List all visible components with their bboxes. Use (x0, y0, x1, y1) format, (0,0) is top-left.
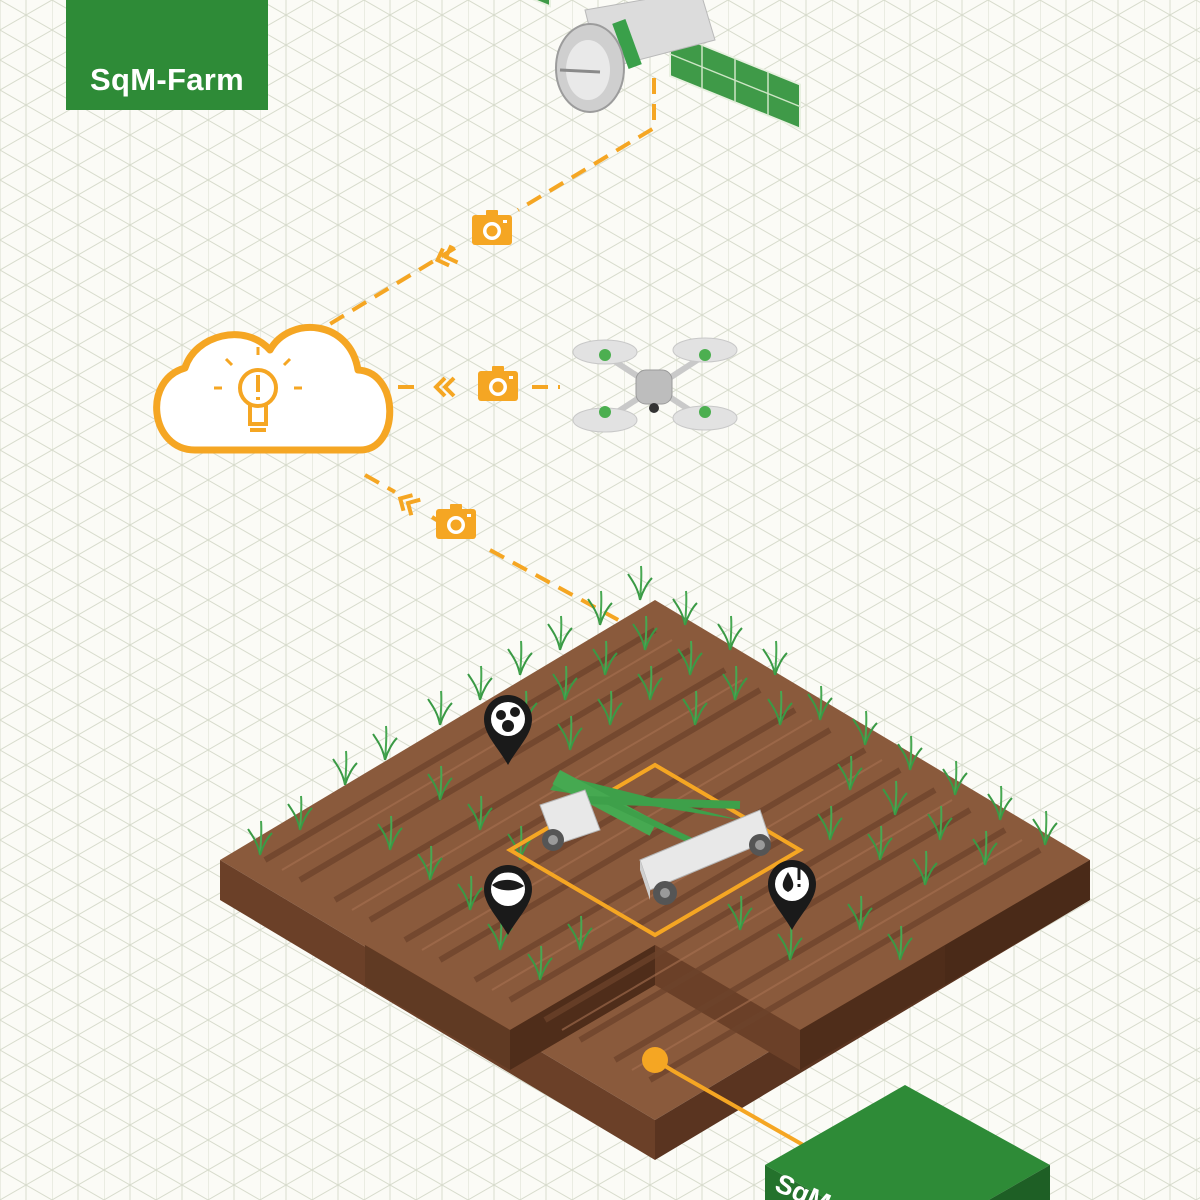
satellite-icon (509, 0, 801, 130)
field-robot-icon (539, 770, 771, 905)
cloud-lightbulb-icon (153, 324, 394, 454)
robot-camera-icon (436, 504, 476, 539)
satellite-link-line (318, 78, 656, 332)
title-box: SqM-Farm (66, 0, 268, 110)
satellite-camera-icon (472, 210, 512, 245)
bottom-green-box (765, 1085, 1050, 1200)
weed-pin-icon (484, 865, 532, 935)
water-alert-pin-icon (768, 860, 816, 930)
drone-camera-icon (478, 366, 518, 401)
drone-icon (572, 337, 738, 433)
page-title: SqM-Farm (90, 62, 244, 97)
connector-line (642, 1047, 813, 1152)
pest-pin-icon (484, 695, 532, 765)
